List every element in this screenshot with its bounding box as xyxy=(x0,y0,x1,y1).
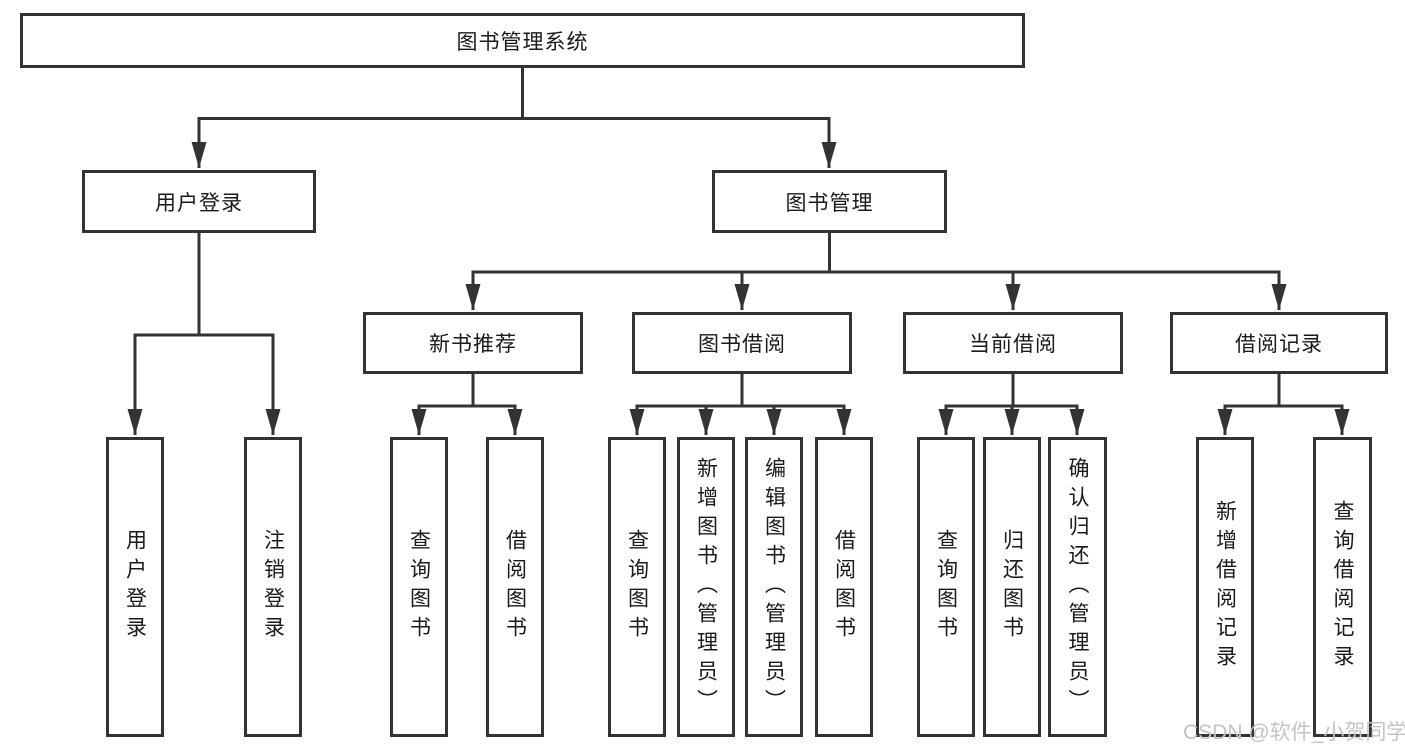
node-label: 图书管理系统 xyxy=(456,30,589,54)
leaf-label: 借阅图书 xyxy=(832,529,856,645)
leaf-query-books-current: 查询图书 xyxy=(917,437,975,737)
leaf-query-borrow-record: 查询借阅记录 xyxy=(1313,437,1372,737)
node-book-borrowing: 图书借阅 xyxy=(632,312,852,374)
node-current-borrowing: 当前借阅 xyxy=(903,312,1123,374)
node-label: 图书借阅 xyxy=(698,333,786,356)
leaf-label: 注销登录 xyxy=(261,529,285,645)
leaf-label: 编辑图书（管理员） xyxy=(762,456,786,718)
node-label: 借阅记录 xyxy=(1235,333,1323,356)
csdn-watermark: CSDN @软件_小贺同学 xyxy=(1183,721,1405,744)
leaf-label: 归还图书 xyxy=(1000,529,1024,645)
leaf-label: 查询图书 xyxy=(407,529,431,645)
node-book-management: 图书管理 xyxy=(712,170,947,233)
leaf-add-books-admin: 新增图书（管理员） xyxy=(677,437,735,737)
leaf-label: 查询图书 xyxy=(934,529,958,645)
leaf-logout: 注销登录 xyxy=(244,437,302,737)
leaf-borrow-books-recommendation: 借阅图书 xyxy=(486,437,544,737)
node-label: 图书管理 xyxy=(785,191,874,215)
leaf-label: 查询借阅记录 xyxy=(1331,500,1354,674)
node-label: 当前借阅 xyxy=(969,333,1057,356)
leaf-query-books-recommendation: 查询图书 xyxy=(390,437,448,737)
leaf-label: 查询图书 xyxy=(625,529,649,645)
leaf-label: 借阅图书 xyxy=(503,529,527,645)
leaf-label: 新增图书（管理员） xyxy=(694,456,718,718)
leaf-label: 用户登录 xyxy=(123,529,147,645)
node-user-login: 用户登录 xyxy=(82,170,316,233)
leaf-confirm-return-admin: 确认归还（管理员） xyxy=(1048,437,1107,737)
leaf-return-books: 归还图书 xyxy=(983,437,1041,737)
leaf-edit-books-admin: 编辑图书（管理员） xyxy=(745,437,803,737)
node-label: 用户登录 xyxy=(155,191,243,215)
node-label: 新书推荐 xyxy=(429,333,517,356)
leaf-label: 确认归还（管理员） xyxy=(1066,456,1089,718)
leaf-label: 新增借阅记录 xyxy=(1213,500,1237,674)
leaf-query-books-borrowing: 查询图书 xyxy=(608,437,666,737)
node-borrowing-records: 借阅记录 xyxy=(1170,312,1388,374)
node-library-management-system: 图书管理系统 xyxy=(20,13,1025,68)
leaf-add-borrow-record: 新增借阅记录 xyxy=(1196,437,1254,737)
node-new-book-recommendation: 新书推荐 xyxy=(363,312,583,374)
leaf-user-login: 用户登录 xyxy=(106,437,164,737)
leaf-borrow-books: 借阅图书 xyxy=(815,437,873,737)
